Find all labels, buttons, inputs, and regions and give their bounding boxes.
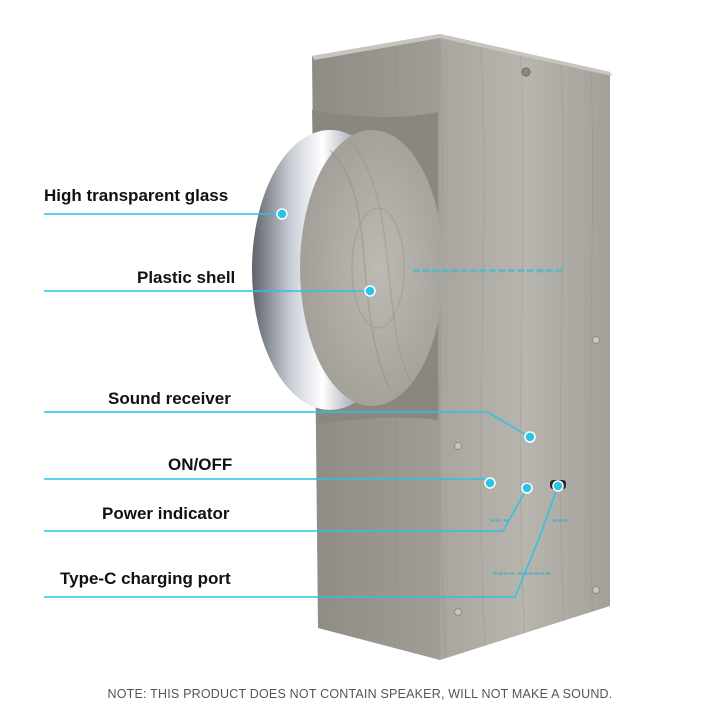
svg-text:▬▬ ▬: ▬▬ ▬	[490, 517, 509, 524]
label-plastic-shell: Plastic shell	[137, 268, 236, 287]
label-high-transparent-glass: High transparent glass	[44, 186, 229, 205]
label-type-c-charging-port: Type-C charging port	[60, 569, 231, 588]
printed-model-marking: ▬▬▬▬▬▬▬▬▬▬▬▬▬▬▬▬	[412, 266, 564, 276]
label-sound-receiver: Sound receiver	[108, 389, 231, 408]
callout-dot-glass	[276, 208, 288, 220]
callout-dot-typec	[552, 480, 564, 492]
callout-dot-onoff	[484, 477, 496, 489]
screw-icon	[454, 608, 462, 616]
screw-icon	[454, 442, 462, 450]
screw-icon	[592, 336, 600, 344]
label-on-off: ON/OFF	[168, 455, 233, 474]
callout-lines	[44, 213, 559, 598]
callout-dots	[276, 208, 564, 494]
screw-icon	[521, 67, 531, 77]
label-power-indicator: Power indicator	[102, 504, 230, 523]
callout-dot-power	[521, 482, 533, 494]
svg-text:▬▬▬▬ ▬▬▬▬▬▬: ▬▬▬▬ ▬▬▬▬▬▬	[492, 570, 551, 577]
callout-dot-shell	[364, 285, 376, 297]
svg-text:▬▬▬: ▬▬▬	[552, 517, 569, 524]
disclaimer-note: NOTE: THIS PRODUCT DOES NOT CONTAIN SPEA…	[107, 687, 613, 701]
screw-icon	[592, 586, 600, 594]
callout-dot-sound	[524, 431, 536, 443]
plastic-shell-disc	[300, 130, 444, 406]
